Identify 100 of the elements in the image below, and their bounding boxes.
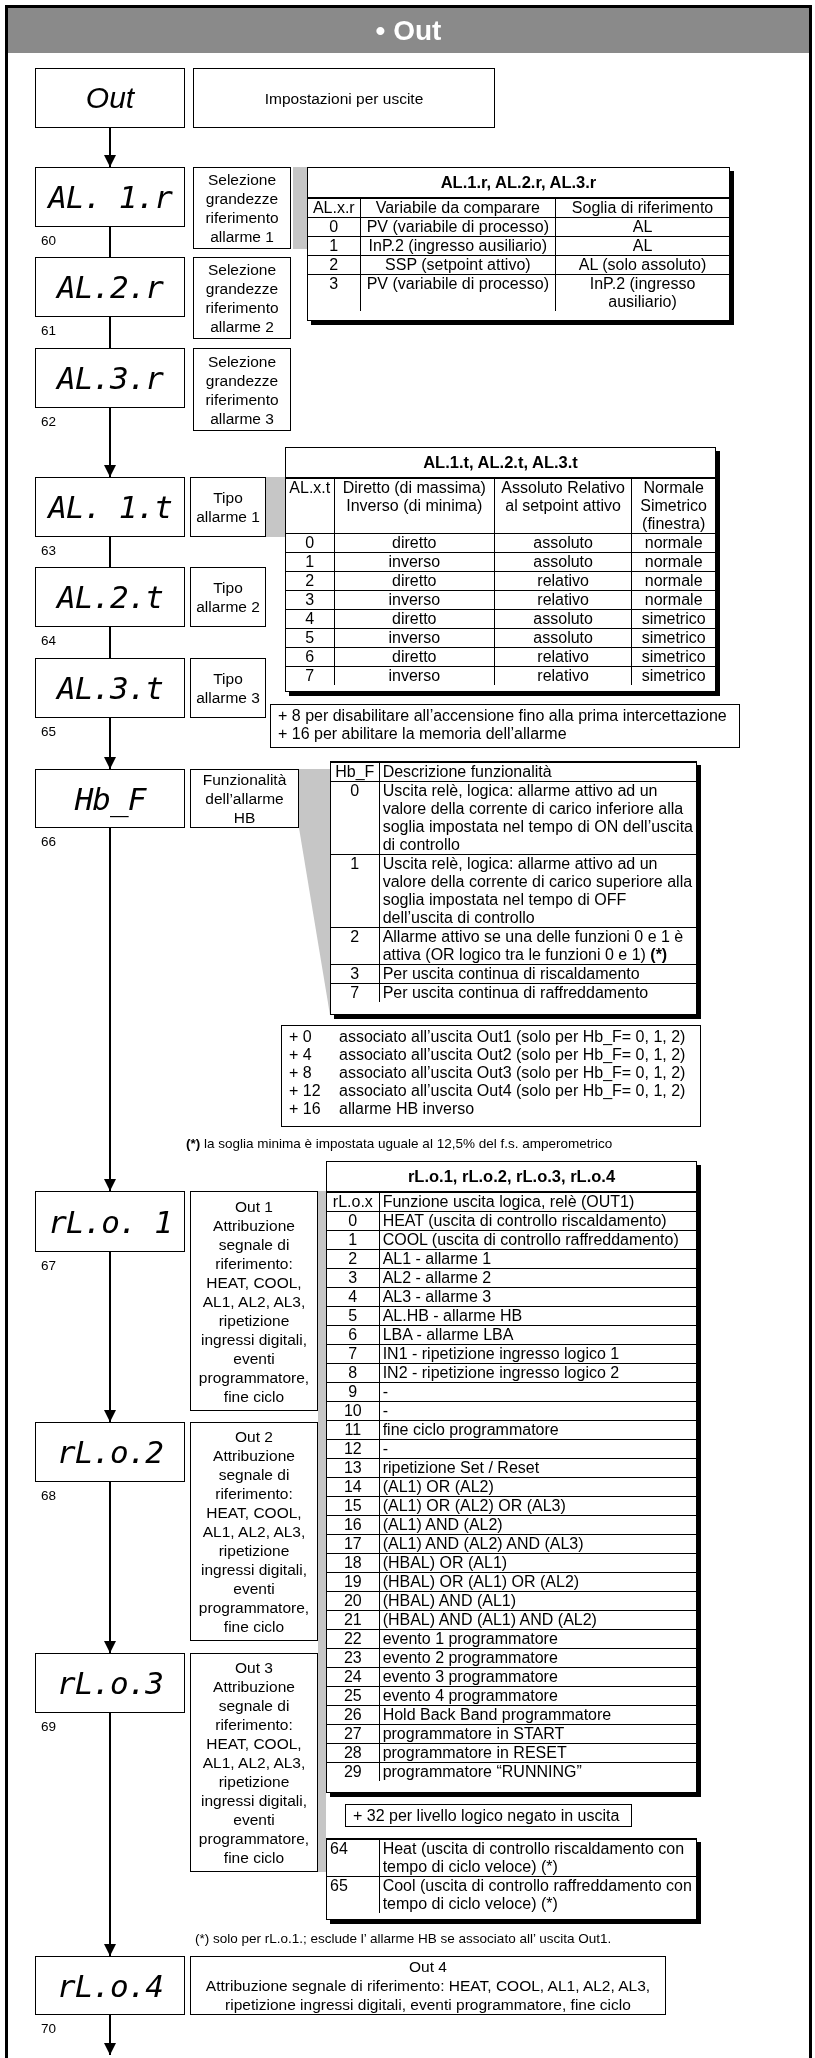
display-code: rL.o.4 [57, 1967, 163, 2004]
table-cell: diretto [334, 609, 495, 629]
step-number: 64 [41, 633, 57, 648]
menu-box [35, 68, 185, 128]
description-text: Attribuzione segnale di riferimento: HEAT, COOL, AL1, AL2, AL3, ripetizione ingressi digitali, eventi programmatore, fine ciclo [197, 1677, 311, 1867]
table-cell: SSP (setpoint attivo) [360, 255, 556, 275]
table-cell-text: + 16 per abilitare la memoria dell’allarme [277, 725, 568, 743]
table-cell: InP.2 (ingresso ausiliario) [555, 274, 729, 311]
connector-line [109, 226, 111, 258]
table-cell: 7 [327, 1344, 380, 1364]
description-box [193, 257, 291, 339]
table-cell: Hold Back Band programmatore [379, 1705, 696, 1725]
description-box [190, 1422, 318, 1641]
table-cell: 5 [327, 1306, 380, 1326]
table-cell: assoluto [494, 628, 632, 648]
table-cell: COOL (uscita di controllo raffreddamento) [379, 1230, 696, 1250]
table-cell: PV (variabile di processo) [360, 274, 556, 311]
table-cell: - [379, 1401, 696, 1421]
table-cell: 8 [327, 1363, 380, 1383]
footnote: (*) la soglia minima è impostata uguale al 12,5% del f.s. amperometrico [186, 1136, 613, 1151]
table-cell: 2 [286, 571, 335, 591]
table-cell: diretto [334, 571, 495, 591]
description-text: Tipo allarme 1 [195, 488, 261, 526]
table-cell: AL.x.t [286, 478, 335, 534]
display-code: AL.3.r [57, 360, 163, 396]
description-text: Attribuzione segnale di riferimento: HEAT, COOL, AL1, AL2, AL3, ripetizione ingressi digitali, eventi programmatore, fine ciclo [197, 1215, 311, 1406]
table-cell: Per uscita continua di raffreddamento [379, 983, 696, 1002]
table-cell: 28 [327, 1743, 380, 1763]
table-cell: 19 [327, 1572, 380, 1592]
table-cell: 1 [286, 552, 335, 572]
table-cell: (AL1) AND (AL2) [379, 1515, 696, 1535]
table-cell: simetrico [631, 609, 715, 629]
table-cell: rL.o.x [327, 1192, 380, 1212]
table-cell: AL (solo assoluto) [555, 255, 729, 275]
description-box [190, 1956, 666, 2015]
connector-line [109, 626, 111, 659]
note-box [281, 1025, 701, 1127]
description-box [190, 477, 266, 537]
table-cell: 0 [327, 1211, 380, 1231]
table-cell: inverso [334, 552, 495, 572]
arrow [104, 407, 116, 478]
table-title: AL.1.t, AL.2.t, AL.3.t [286, 448, 715, 478]
table-cell: AL2 - allarme 2 [379, 1268, 696, 1288]
footnote: (*) solo per rL.o.1.; esclude l’ allarme HB se associato all’ uscita Out1. [195, 1931, 612, 1946]
table-cell: (HBAL) AND (AL1) AND (AL2) [379, 1610, 696, 1630]
arrow [104, 1712, 116, 1957]
table-cell: 22 [327, 1629, 380, 1649]
step-number: 67 [41, 1258, 57, 1273]
table-cell: allarme HB inverso [336, 1100, 703, 1118]
display-code: AL.2.t [57, 579, 163, 615]
display-code: rL.o. 1 [48, 1203, 172, 1240]
table-cell: normale [631, 533, 715, 553]
table-cell: - [379, 1382, 696, 1402]
table-cell: 2 [331, 927, 380, 965]
table-cell: normale [631, 571, 715, 591]
table-cell: IN1 - ripetizione ingresso logico 1 [379, 1344, 696, 1364]
table-cell: (AL1) AND (AL2) AND (AL3) [379, 1534, 696, 1554]
description-text: Out 3 [235, 1658, 273, 1677]
table-cell-text: + 0 [288, 1028, 313, 1046]
table-cell: Soglia di riferimento [555, 198, 729, 218]
table-title: AL.1.r, AL.2.r, AL.3.r [308, 168, 729, 198]
table-cell: programmatore in START [379, 1724, 696, 1744]
table-cell: Diretto (di massima) Inverso (di minima) [334, 478, 495, 534]
table-cell: Allarme attivo se una delle funzioni 0 e 1 è attiva (OR logico tra le funzioni 0 e 1) (*) [379, 927, 696, 965]
note-box [270, 704, 740, 748]
description-box [193, 167, 291, 249]
table-cell: 9 [327, 1382, 380, 1402]
arrow [104, 127, 116, 168]
description-box [190, 658, 266, 718]
table-cell: Per uscita continua di riscaldamento [379, 964, 696, 984]
step-number: 65 [41, 724, 57, 739]
table-cell: LBA - allarme LBA [379, 1325, 696, 1345]
table-cell: relativo [494, 590, 632, 610]
description-box [190, 567, 266, 627]
table-cell: relativo [494, 571, 632, 591]
table-cell: 27 [327, 1724, 380, 1744]
table-cell: 20 [327, 1591, 380, 1611]
description-text: Selezione grandezze riferimento allarme 1 [204, 170, 280, 246]
step-number: 70 [41, 2021, 57, 2036]
table-cell: 7 [331, 983, 380, 1002]
step-number: 69 [41, 1719, 57, 1734]
parameter-display [35, 477, 185, 537]
table-cell: 16 [327, 1515, 380, 1535]
table-cell-text: + 8 [288, 1064, 313, 1082]
table-cell: AL [555, 236, 729, 256]
table-cell: 3 [286, 590, 335, 610]
table-cell: Normale Simetrico (finestra) [631, 478, 715, 534]
table-cell: 15 [327, 1496, 380, 1516]
table-cell: 6 [286, 647, 335, 667]
table-cell: relativo [494, 647, 632, 667]
table-cell: 11 [327, 1420, 380, 1440]
table-cell: (HBAL) OR (AL1) OR (AL2) [379, 1572, 696, 1592]
parameter-display [35, 1653, 185, 1713]
table-cell: 65 [327, 1876, 380, 1913]
display-code: AL.2.r [57, 269, 163, 305]
description-text: Attribuzione segnale di riferimento: HEAT, COOL, AL1, AL2, AL3, ripetizione ingressi digitali, eventi programmatore, fine ciclo [197, 1446, 311, 1636]
arrow [104, 1481, 116, 1654]
step-number: 68 [41, 1488, 57, 1503]
table-cell-text: associato all’uscita Out3 (solo per Hb_F= 0, 1, 2) [338, 1064, 687, 1082]
table-cell: 13 [327, 1458, 380, 1478]
